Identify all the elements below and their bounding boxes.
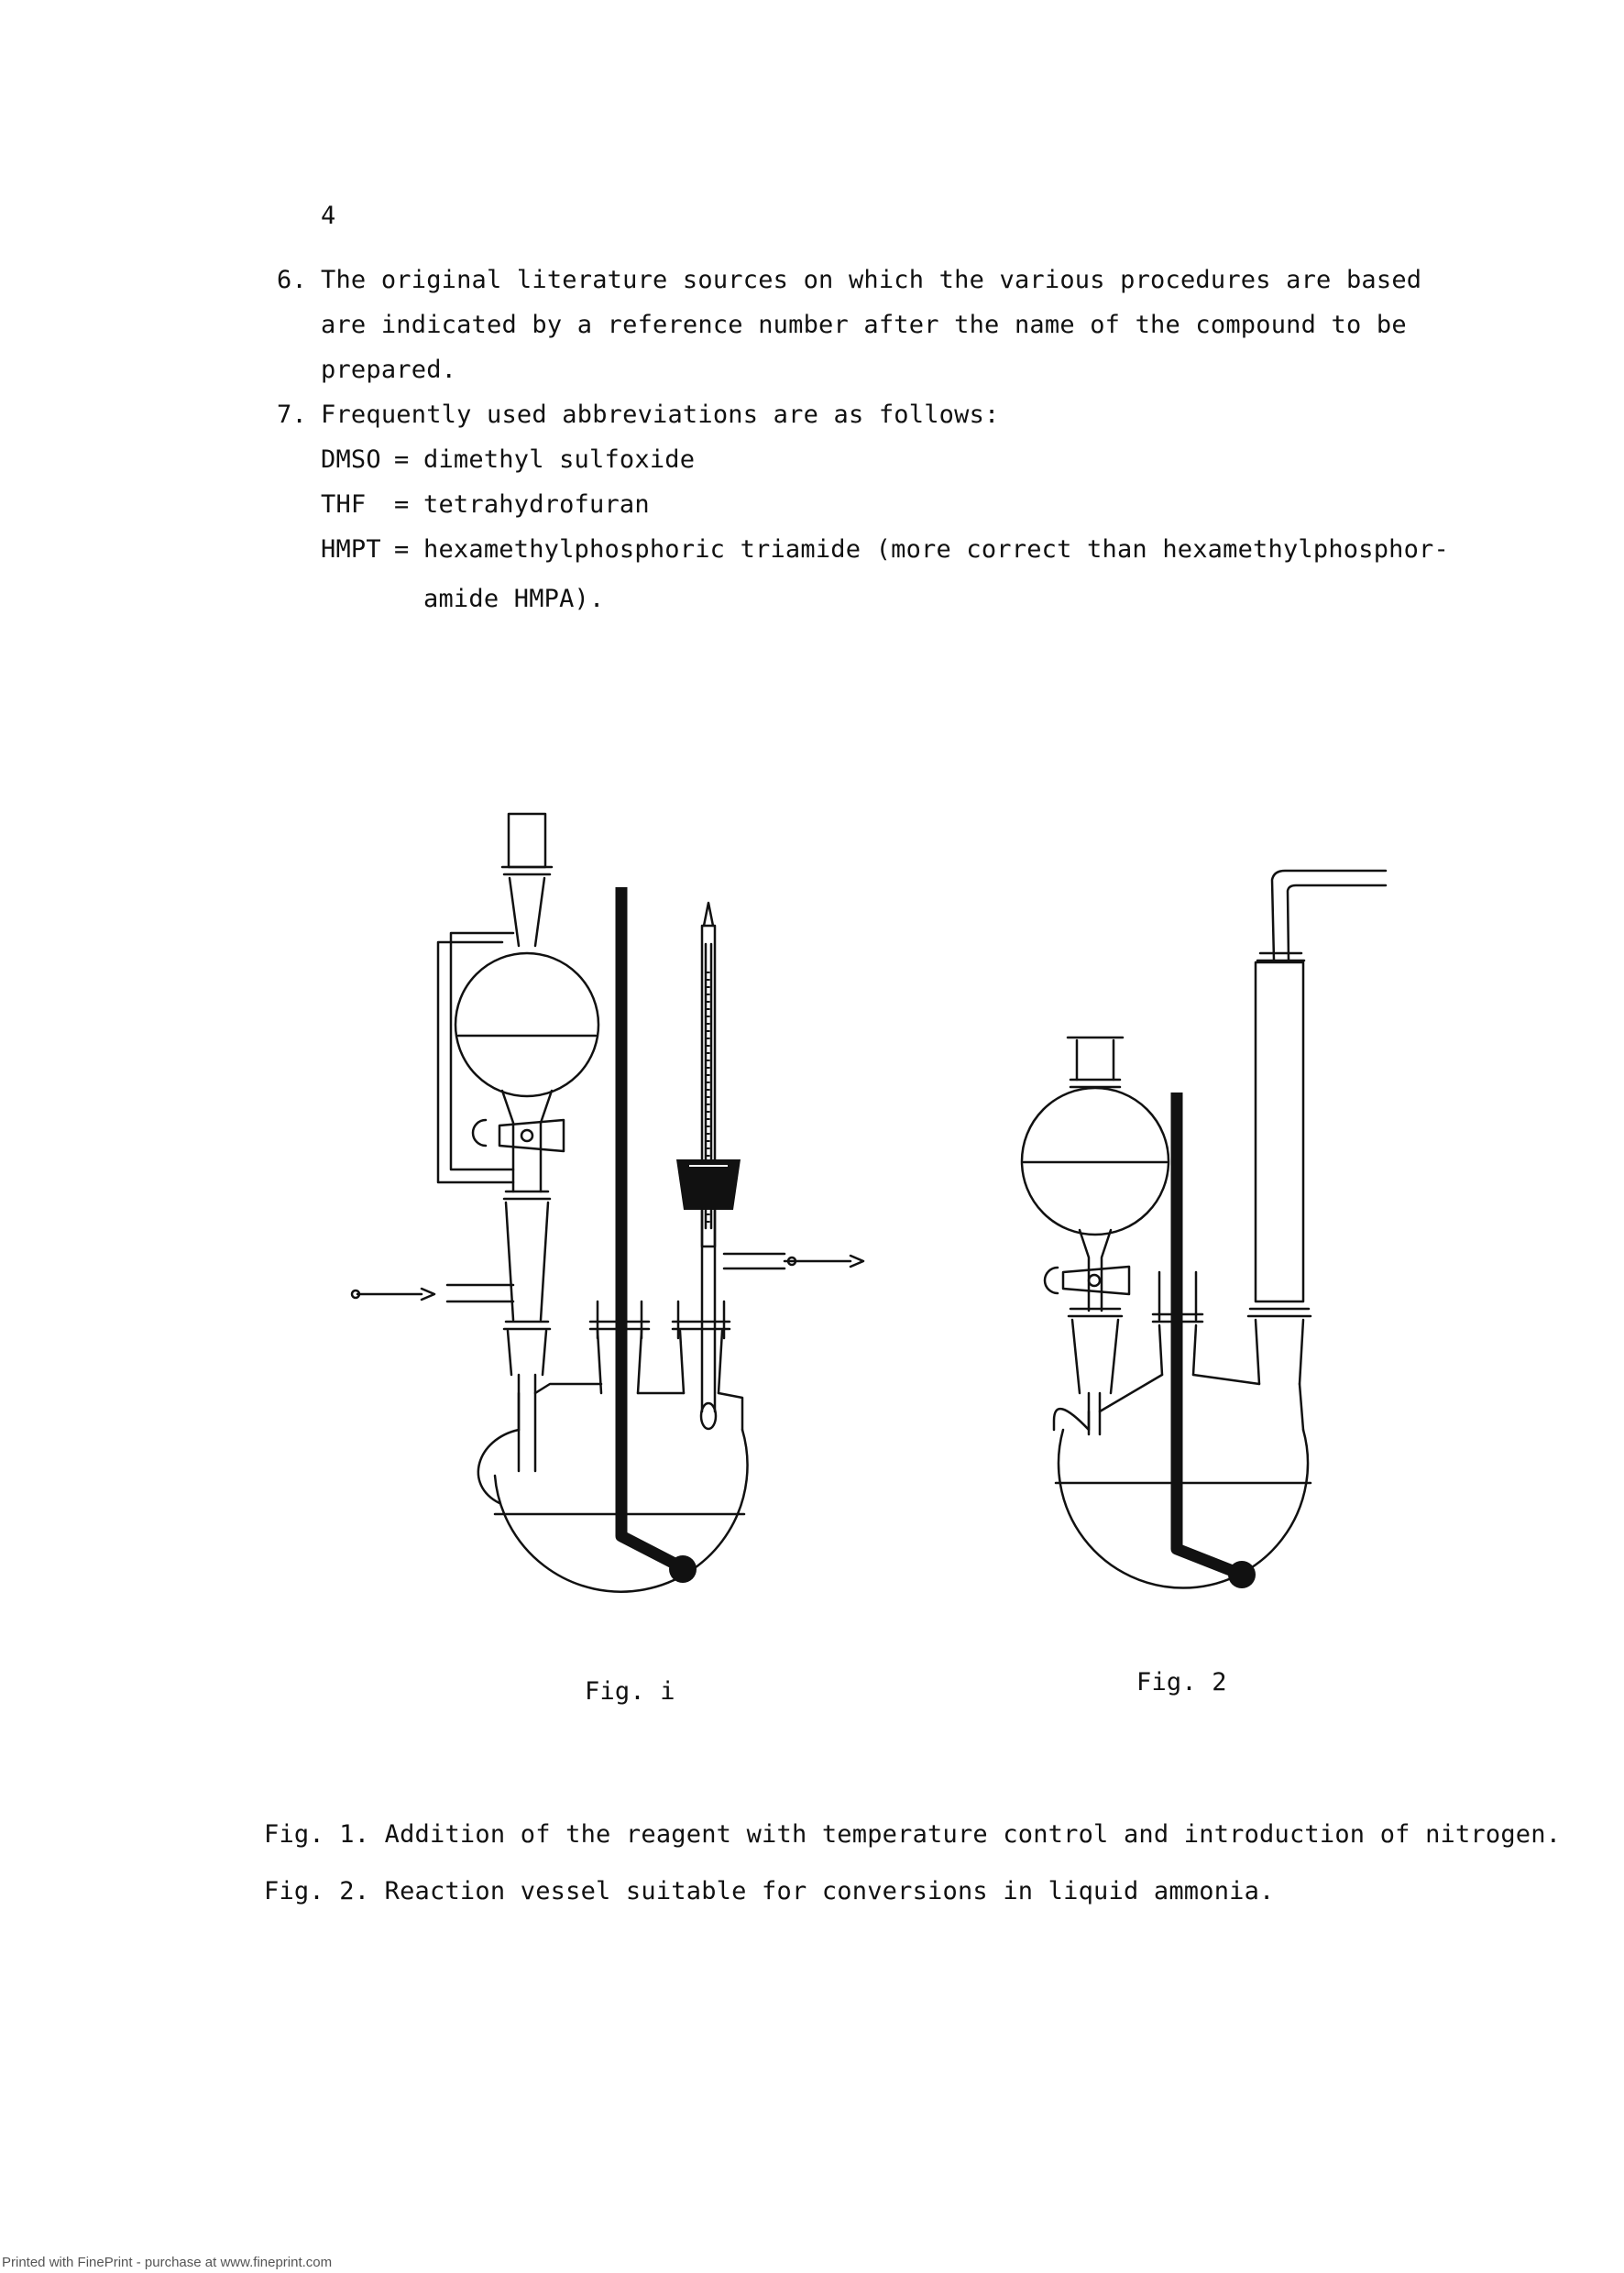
abbreviation-continuation: amide HMPA). [423,585,605,613]
round-bottom-flask-1 [493,1428,749,1593]
stopcock [498,1118,565,1153]
funnel-stopper [507,812,547,869]
thermometer [700,924,717,1248]
abbreviation-definition: dimethyl sulfoxide [423,445,696,474]
stirrer [615,887,681,1571]
item-number: 6. [277,266,307,294]
figure-2-label: Fig. 2 [1136,1668,1227,1697]
thermometer-stopper [676,1159,741,1210]
abbreviation-equals: = [394,490,410,519]
page-number: 4 [321,202,336,230]
condenser [1254,961,1305,1303]
footer-note: Printed with FinePrint - purchase at www… [2,2255,333,2270]
item-line: prepared. [321,356,457,384]
figure-1-label: Fig. i [585,1677,675,1706]
item-line: are indicated by a reference number afte… [321,311,1407,339]
item-number: 7. [277,401,307,429]
abbreviation-equals: = [394,535,410,564]
figure-2-drawing [1020,869,1388,1589]
abbreviation-definition: hexamethylphosphoric triamide (more corr… [423,535,1449,564]
abbreviation-term: HMPT [321,535,381,564]
abbreviation-equals: = [394,445,410,474]
figure-caption: Fig. 1. Addition of the reagent with tem… [264,1820,1562,1849]
stopcock [1061,1265,1131,1296]
round-bottom-flask-2 [1057,1428,1310,1589]
abbreviation-term: THF [321,490,367,519]
dropping-funnel-bulb [1020,1086,1170,1236]
abbreviation-term: DMSO [321,445,381,474]
item-line: The original literature sources on which… [321,266,1422,294]
stirrer [1170,1093,1240,1579]
pressure-equalizing-tube [436,940,515,1184]
abbreviation-definition: tetrahydrofuran [423,490,650,519]
dropping-funnel-bulb [454,951,600,1098]
figure-1-drawing [350,812,865,1593]
item-line: Frequently used abbreviations are as fol… [321,401,1000,429]
figure-caption: Fig. 2. Reaction vessel suitable for con… [264,1877,1275,1905]
